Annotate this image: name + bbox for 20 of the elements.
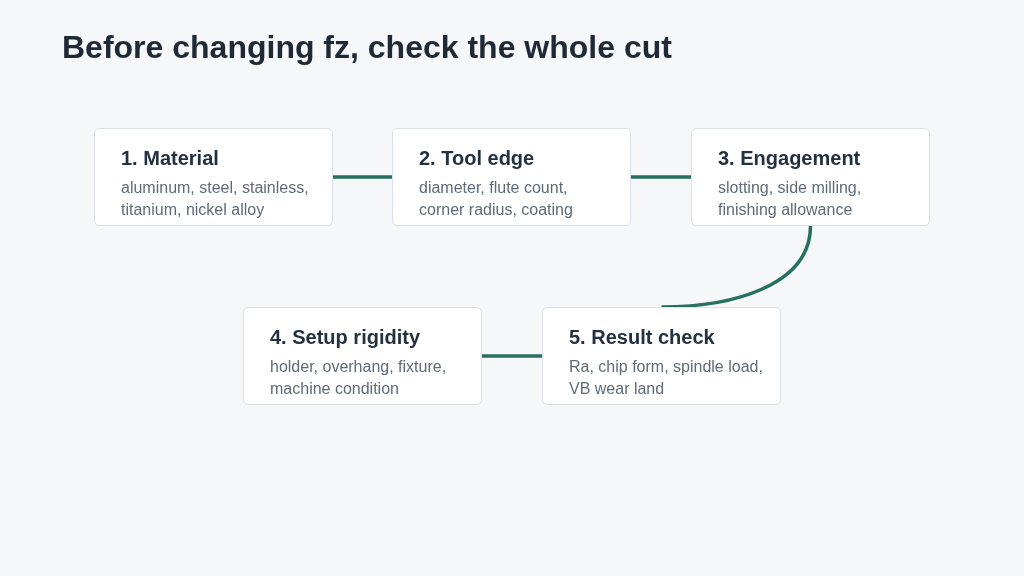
step-description: aluminum, steel, stainless, titanium, nickel alloy — [121, 178, 310, 220]
step-card — [243, 307, 482, 405]
step-heading: 5. Result check — [569, 325, 716, 349]
step-card — [392, 128, 631, 226]
step-card — [94, 128, 333, 226]
connector-line — [482, 354, 542, 358]
step-card — [542, 307, 781, 405]
step-description: diameter, flute count, corner radius, coating — [419, 178, 574, 220]
step-heading: 1. Material — [121, 146, 220, 170]
step-description: slotting, side milling, finishing allowance — [718, 178, 863, 220]
step-card — [691, 128, 930, 226]
step-heading: 3. Engagement — [718, 146, 862, 170]
step-heading: 2. Tool edge — [419, 146, 536, 170]
connector-line — [661, 225, 813, 309]
page-title: Before changing fz, check the whole cut — [62, 28, 672, 66]
step-description: holder, overhang, fixture, machine condition — [270, 357, 448, 399]
step-heading: 4. Setup rigidity — [270, 325, 422, 349]
step-description: Ra, chip form, spindle load, VB wear land — [569, 357, 764, 399]
connector-line — [333, 175, 392, 179]
connector-line — [631, 175, 691, 179]
